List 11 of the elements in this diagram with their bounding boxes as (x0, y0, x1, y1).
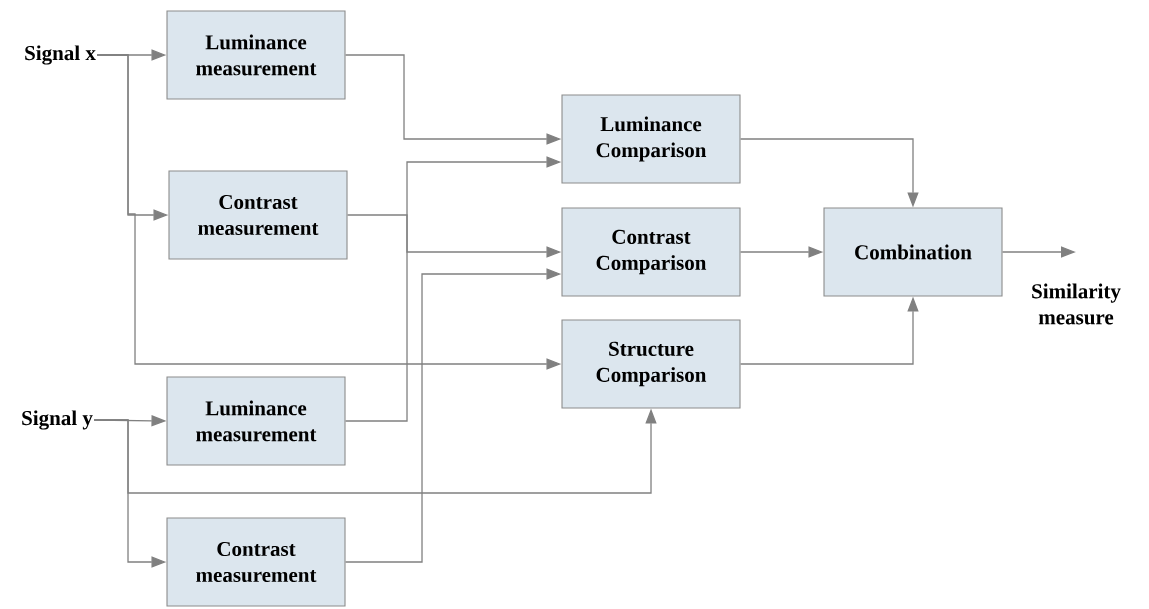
process-box: Contrast measurement (166, 517, 346, 607)
input-label: Signal x (25, 45, 96, 65)
process-box: Contrast measurement (168, 170, 348, 260)
process-box: Contrast Comparison (561, 207, 741, 297)
process-box: Combination (823, 207, 1003, 297)
input-label: Signal y (22, 410, 93, 430)
output-label: Similarity measure (1032, 283, 1121, 325)
process-box: Structure Comparison (561, 319, 741, 409)
process-box: Luminance Comparison (561, 94, 741, 184)
process-box: Luminance measurement (166, 10, 346, 100)
process-box: Luminance measurement (166, 376, 346, 466)
